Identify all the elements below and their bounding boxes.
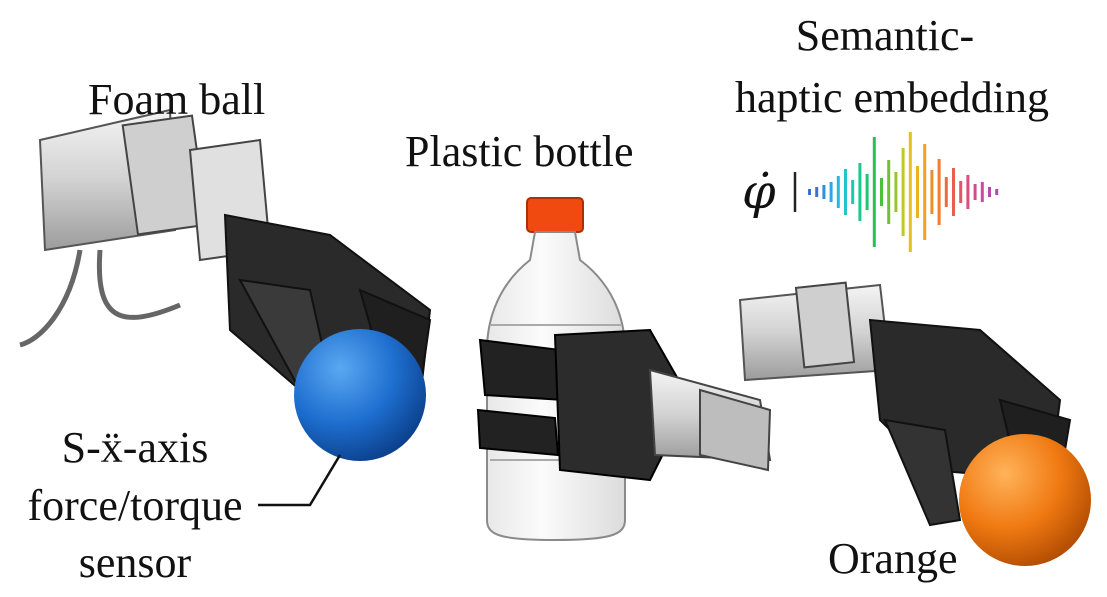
waveform-bar	[880, 178, 883, 206]
middle-gripper	[476, 328, 772, 482]
waveform-bar	[937, 159, 941, 225]
waveform-bar	[887, 160, 891, 224]
waveform-bar	[966, 175, 970, 209]
sensor-label-line3: sensor	[78, 538, 192, 587]
phi-symbol: φ̇	[742, 164, 776, 220]
bottle-cap	[526, 197, 584, 233]
waveform-bar	[851, 180, 855, 204]
waveform-bar	[901, 148, 905, 236]
waveform-bar	[829, 182, 833, 202]
foam-ball	[294, 329, 426, 461]
waveform-bar	[923, 144, 927, 240]
waveform-bar	[952, 168, 955, 216]
orange-fruit	[959, 434, 1091, 566]
sensor-leader-line	[258, 454, 342, 507]
waveform-bar	[916, 166, 919, 218]
waveform-bar	[815, 187, 819, 197]
waveform-bar	[894, 172, 898, 212]
waveform-bar	[865, 174, 869, 210]
waveform-bar	[973, 184, 977, 200]
waveform-bar	[872, 137, 876, 247]
haptic-waveform	[808, 132, 999, 252]
waveform-bar	[959, 181, 963, 203]
waveform-bar	[988, 187, 991, 197]
waveform-bar	[858, 163, 862, 221]
waveform-bar	[822, 185, 826, 199]
waveform-bar	[995, 189, 999, 195]
waveform-bar	[980, 182, 984, 202]
semantic-label-line2: haptic embedding	[735, 73, 1050, 122]
waveform-bar	[836, 176, 840, 208]
waveform-bar	[844, 169, 847, 215]
waveform-bar	[944, 177, 948, 207]
waveform-bar	[908, 132, 912, 252]
sensor-label-line1: S-ẍ-axis	[61, 423, 209, 472]
sensor-label-line2: force/torque	[27, 481, 243, 530]
plastic-bottle-label: Plastic bottle	[405, 127, 634, 176]
waveform-bar	[930, 170, 934, 214]
waveform-bar	[808, 189, 811, 195]
foam-ball-label: Foam ball	[88, 75, 266, 124]
semantic-label-line1: Semantic-	[795, 11, 975, 60]
orange-label: Orange	[828, 534, 958, 583]
